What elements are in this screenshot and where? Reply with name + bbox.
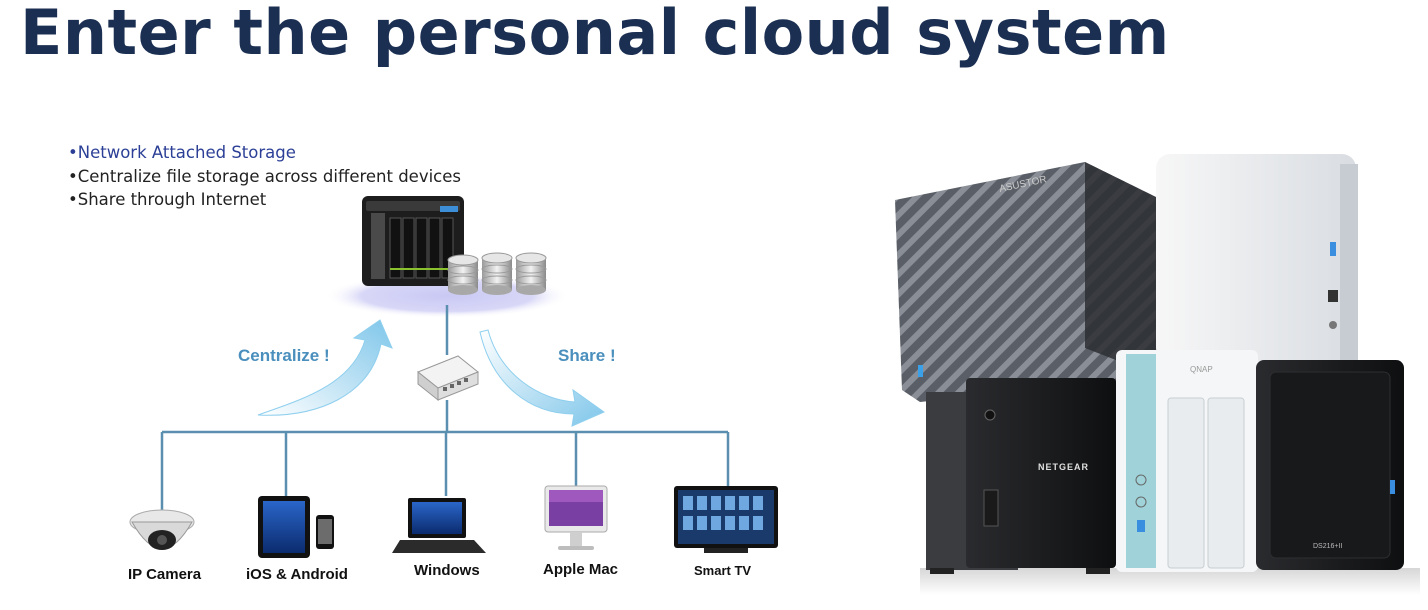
nas-devices-photo: ASUSTOR NETGEAR QNAP DS216+II [895,154,1420,595]
database-stack-icon [447,252,547,295]
model-ds216: DS216+II [1313,543,1342,550]
device-label-apple-mac: Apple Mac [543,561,619,578]
diagram-graphic [129,196,778,558]
white-nas-unit [1156,154,1358,362]
floor-reflection [920,568,1420,595]
asustor-nas-unit: ASUSTOR [895,162,1162,402]
device-label-smart-tv: Smart TV [694,563,752,578]
qnap-nas-unit: QNAP [1116,350,1258,572]
synology-nas-unit: DS216+II [1256,360,1404,570]
ip-camera-icon [129,509,195,550]
device-label-ip-camera: IP Camera [128,566,202,583]
netgear-nas-unit: NETGEAR [926,378,1116,574]
centralize-arrow [257,319,393,416]
nas-server-icon [362,196,464,286]
bullet-list: •Network Attached Storage •Centralize fi… [68,141,461,212]
network-lines [160,305,730,510]
brand-qnap: QNAP [1190,365,1213,374]
smart-tv-icon [674,486,778,553]
brand-netgear: NETGEAR [1038,462,1089,472]
page-title: Enter the personal cloud system [20,0,1170,69]
centralize-label: Centralize ! [238,346,330,365]
device-label-windows: Windows [414,562,480,579]
imac-icon [544,485,608,550]
bullet-network-attached-storage: •Network Attached Storage [68,143,296,162]
tablet-phone-icon [258,496,334,558]
bullet-centralize: •Centralize file storage across differen… [68,166,462,186]
device-label-ios-android: iOS & Android [246,566,348,583]
share-label: Share ! [558,346,616,365]
laptop-icon [392,498,486,553]
share-arrow [479,329,606,427]
bullet-share: •Share through Internet [68,190,267,209]
network-switch-icon [417,355,479,402]
